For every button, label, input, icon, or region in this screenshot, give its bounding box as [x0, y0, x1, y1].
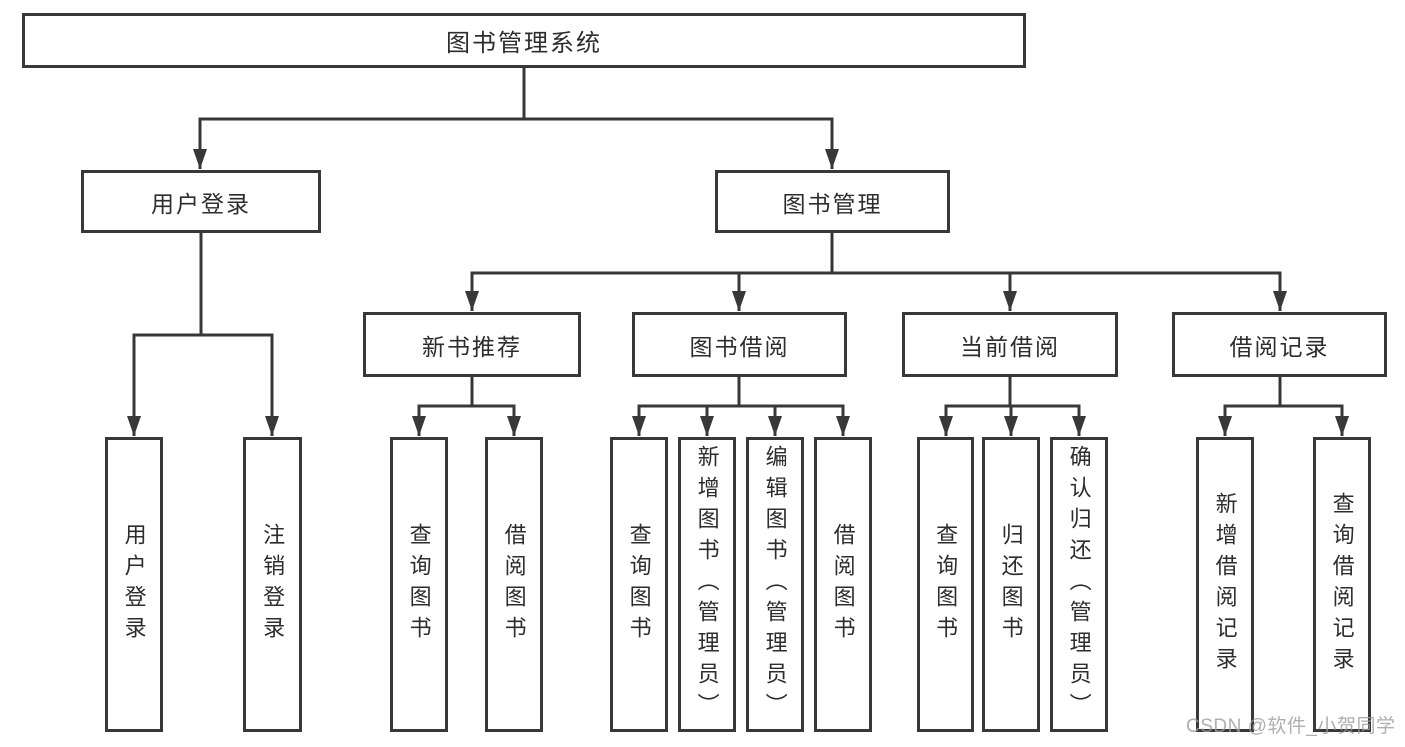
node-user-login: 用户登录	[81, 170, 321, 233]
leaf-label: 借阅图书	[830, 522, 856, 647]
node-library-management-system: 图书管理系统	[22, 13, 1026, 68]
node-label: 用户登录	[151, 190, 251, 217]
leaf-add-borrow-record: 新增借阅记录	[1196, 437, 1254, 732]
leaf-label: 借阅图书	[501, 522, 527, 647]
leaf-label: 新增借阅记录	[1212, 491, 1238, 678]
leaf-add-book-admin: 新增图书（管理员）	[678, 437, 736, 732]
node-label: 新书推荐	[422, 333, 522, 360]
leaf-user-login: 用户登录	[105, 437, 163, 732]
leaf-label: 查询借阅记录	[1329, 491, 1355, 678]
leaf-query-books-3: 查询图书	[917, 437, 974, 732]
leaf-label: 编辑图书（管理员）	[762, 445, 788, 724]
leaf-borrow-books-1: 借阅图书	[485, 437, 543, 732]
node-current-borrowing: 当前借阅	[902, 312, 1118, 377]
node-new-book-recommendation: 新书推荐	[363, 312, 581, 377]
node-label: 图书管理	[782, 190, 883, 217]
leaf-edit-book-admin: 编辑图书（管理员）	[746, 437, 804, 732]
node-label: 当前借阅	[960, 333, 1060, 360]
node-label: 图书借阅	[689, 333, 790, 360]
connector-lines	[127, 68, 1349, 436]
leaf-logout: 注销登录	[243, 437, 302, 732]
leaf-borrow-books-2: 借阅图书	[814, 437, 872, 732]
leaf-label: 查询图书	[406, 522, 432, 647]
leaf-label: 查询图书	[626, 522, 652, 647]
leaf-label: 用户登录	[121, 522, 147, 647]
node-label: 图书管理系统	[446, 30, 602, 57]
leaf-confirm-return-admin: 确认归还（管理员）	[1050, 437, 1108, 732]
leaf-label: 注销登录	[260, 522, 286, 647]
node-book-management: 图书管理	[715, 170, 950, 233]
node-label: 借阅记录	[1229, 333, 1330, 360]
leaf-label: 新增图书（管理员）	[694, 445, 720, 724]
csdn-watermark: CSDN @软件_小贺同学	[1186, 716, 1396, 737]
leaf-query-books-1: 查询图书	[390, 437, 448, 732]
leaf-query-books-2: 查询图书	[610, 437, 668, 732]
node-book-borrowing: 图书借阅	[632, 312, 847, 377]
leaf-return-books: 归还图书	[982, 437, 1040, 732]
leaf-label: 归还图书	[998, 522, 1024, 647]
leaf-label: 查询图书	[933, 522, 959, 647]
leaf-label: 确认归还（管理员）	[1066, 445, 1092, 724]
leaf-query-borrow-record: 查询借阅记录	[1313, 437, 1371, 732]
node-borrowing-records: 借阅记录	[1172, 312, 1387, 377]
